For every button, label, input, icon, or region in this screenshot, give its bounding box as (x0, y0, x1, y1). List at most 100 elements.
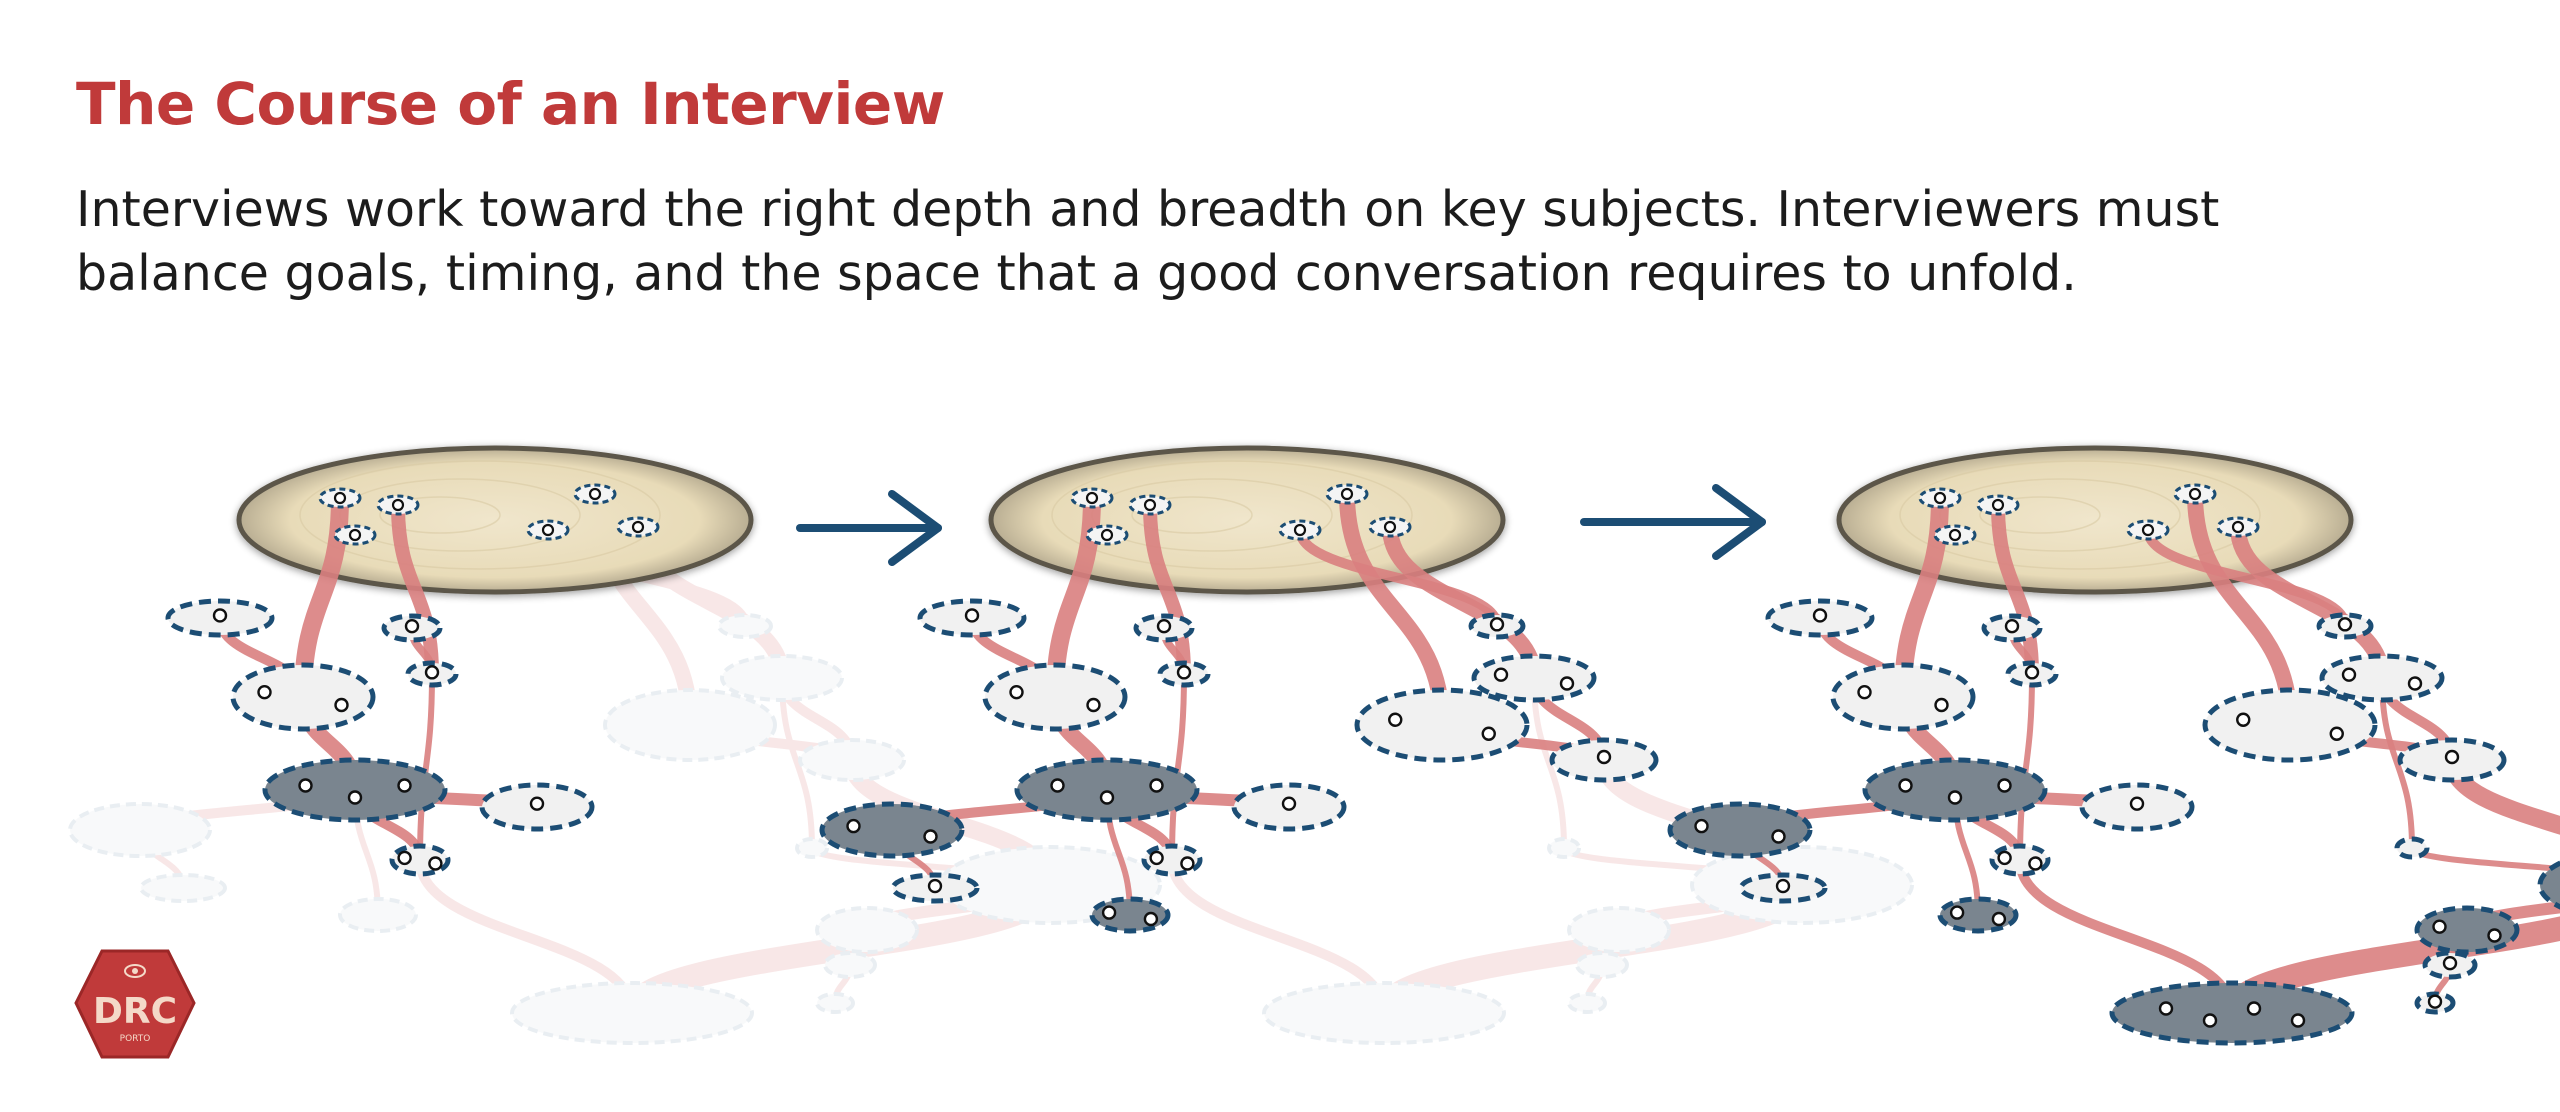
topic-point (2236, 712, 2251, 727)
topic-point (1281, 796, 1297, 811)
topic-point (1947, 790, 1963, 805)
page-title: The Course of an Interview (76, 70, 945, 138)
path-connector (417, 671, 435, 863)
topic-point (347, 790, 363, 805)
drc-logo: DRC PORTO (74, 949, 196, 1059)
topic-point (428, 856, 443, 871)
goal-ellipse (1836, 445, 2354, 595)
topic-point (1493, 667, 1509, 682)
topic-node (2414, 991, 2456, 1015)
topic-point (397, 850, 412, 866)
topic-node (2394, 836, 2430, 860)
path-connector (391, 498, 439, 681)
progress-arrow-1 (796, 490, 942, 566)
topic-node (917, 598, 1027, 638)
faded-connector (137, 827, 186, 891)
logo-subtext: PORTO (120, 1034, 151, 1044)
topic-point (1694, 818, 1709, 834)
page-subtitle: Interviews work toward the right depth a… (76, 181, 2220, 302)
faded-connector (1372, 873, 1814, 1025)
topic-point (1596, 749, 1612, 765)
faded-connector (1167, 855, 1389, 1018)
topic-point (1559, 676, 1575, 691)
goal-point (2188, 487, 2202, 501)
topic-node (2319, 653, 2445, 703)
explored-topic-node (2537, 860, 2560, 910)
topic-point (2246, 1001, 2262, 1016)
topic-point (1991, 911, 2007, 927)
topic-point (1009, 685, 1024, 700)
topic-node (1231, 782, 1347, 832)
explored-topic-node (1014, 757, 1200, 823)
topic-point (257, 685, 272, 700)
topic-point (2004, 619, 2020, 634)
goal-point (1085, 491, 1099, 505)
goal-point (333, 491, 347, 505)
topic-point (2442, 956, 2458, 971)
topic-point (1481, 726, 1496, 741)
topic-point (2129, 796, 2145, 811)
contour-line (379, 496, 501, 534)
path-connector (1169, 671, 1187, 863)
explored-topic-node (262, 757, 448, 823)
goal-point (1143, 498, 1157, 512)
goal-area (1836, 445, 2354, 595)
faded-topic-node (815, 906, 919, 954)
topic-node (1738, 872, 1828, 904)
faded-topic-node (1547, 837, 1581, 859)
faded-topic-node (815, 992, 855, 1014)
topic-node (2079, 782, 2195, 832)
topic-point (1050, 778, 1065, 793)
progress-arrow-2 (1580, 484, 1766, 560)
path-connector (1339, 486, 1450, 733)
topic-point (2028, 856, 2043, 871)
stage-3-diagram (1667, 445, 2560, 1046)
topic-point (404, 619, 420, 634)
topic-point (298, 778, 313, 793)
logo-text: DRC (93, 991, 177, 1032)
goal-point (2231, 520, 2245, 534)
topic-node (2422, 950, 2478, 980)
topic-node (1133, 613, 1195, 643)
goal-point (1340, 487, 1354, 501)
faded-connector (415, 855, 637, 1018)
topic-point (1176, 665, 1192, 680)
topic-point (1149, 778, 1164, 793)
topic-point (1101, 905, 1117, 920)
faded-connector (809, 845, 1053, 888)
path-connector (1143, 498, 1191, 681)
explored-topic-node (1089, 896, 1171, 934)
topic-node (2005, 660, 2059, 688)
topic-point (1949, 905, 1965, 920)
goal-point (1948, 528, 1962, 542)
goal-point (1383, 520, 1397, 534)
topic-point (2407, 676, 2423, 691)
faded-connector (620, 873, 1062, 1025)
goal-area (988, 445, 1506, 595)
explored-topic-node (1862, 757, 2048, 823)
path-connector (2187, 486, 2298, 733)
faded-topic-node (68, 802, 212, 858)
topic-point (2024, 665, 2040, 680)
topic-point (1489, 617, 1505, 632)
faded-topic-node (1262, 981, 1506, 1045)
topic-node (479, 782, 595, 832)
topic-node (1157, 660, 1211, 688)
topic-node (230, 662, 376, 732)
topic-point (2329, 726, 2344, 741)
topic-node (982, 662, 1128, 732)
topic-node (2202, 687, 2378, 763)
topic-point (2432, 919, 2447, 934)
topic-point (2341, 667, 2357, 682)
faded-topic-node (603, 688, 777, 762)
goal-ellipse (236, 445, 754, 595)
path-connector (2379, 675, 2415, 851)
faded-connector (1599, 927, 1622, 968)
topic-point (1857, 685, 1872, 700)
faded-topic-node (139, 873, 227, 903)
faded-topic-node (338, 897, 418, 933)
topic-point (334, 697, 349, 713)
topic-node (1981, 613, 2043, 643)
topic-node (389, 843, 451, 877)
explored-topic-node (819, 801, 965, 859)
